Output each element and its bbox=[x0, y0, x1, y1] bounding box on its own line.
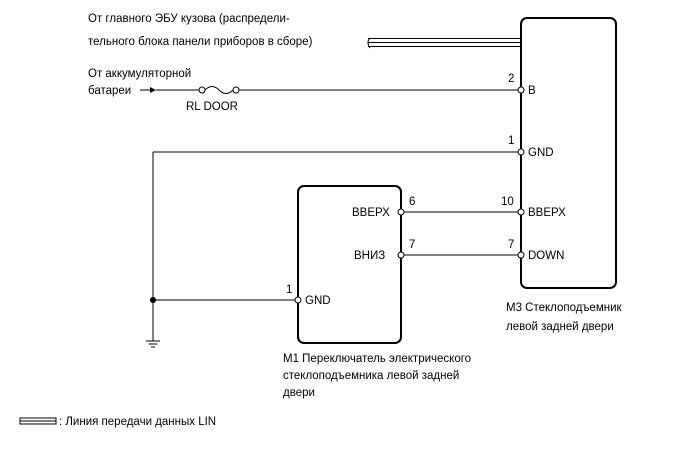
ecu-source-label-line1: От главного ЭБУ кузова (распредели- bbox=[88, 13, 290, 25]
m3-terminal-gnd bbox=[517, 148, 525, 156]
m1-terminal-up bbox=[397, 208, 405, 216]
fuse-symbol bbox=[198, 86, 240, 94]
lin-legend-label: : Линия передачи данных LIN bbox=[59, 416, 216, 428]
m1-pin-number-up: 6 bbox=[409, 196, 415, 208]
m1-caption-line3: двери bbox=[283, 387, 315, 399]
fuse-label: RL DOOR bbox=[186, 101, 238, 113]
ground-icon bbox=[146, 340, 160, 348]
m1-pin-number-gnd: 1 bbox=[286, 284, 292, 296]
m1-terminal-gnd bbox=[294, 296, 302, 304]
m3-pin-name-gnd: GND bbox=[528, 147, 554, 159]
battery-source-label-line2: батареи bbox=[88, 85, 131, 97]
m1-terminal-down bbox=[397, 251, 405, 259]
m3-pin-name-down: DOWN bbox=[528, 250, 564, 262]
battery-arrow bbox=[140, 87, 156, 93]
m3-pin-number-up: 10 bbox=[501, 196, 514, 208]
m3-pin-name-up: ВВЕРХ bbox=[528, 207, 566, 219]
m3-terminal-b bbox=[517, 86, 525, 94]
m1-pin-name-down: ВНИЗ bbox=[354, 250, 385, 262]
m3-pin-number-gnd: 1 bbox=[508, 135, 514, 147]
m1-caption-line2: стеклоподъемника левой задней bbox=[283, 370, 459, 382]
m3-pin-number-b: 2 bbox=[508, 73, 514, 85]
m1-pin-name-gnd: GND bbox=[305, 295, 331, 307]
m3-pin-number-down: 7 bbox=[508, 239, 514, 251]
m1-pin-number-down: 7 bbox=[409, 239, 415, 251]
m1-pin-name-up: ВВЕРХ bbox=[352, 207, 390, 219]
lin-bus-line bbox=[367, 37, 521, 49]
battery-source-label-line1: От аккумуляторной bbox=[88, 68, 191, 80]
m3-pin-name-b: B bbox=[528, 85, 536, 97]
m1-caption-line1: M1 Переключатель электрического bbox=[283, 353, 471, 365]
m3-caption-line2: левой задней двери bbox=[506, 321, 614, 333]
ecu-source-label-line2: тельного блока панели приборов в сборе) bbox=[88, 36, 313, 48]
m3-terminal-up bbox=[517, 208, 525, 216]
lin-legend-symbol bbox=[19, 417, 57, 425]
m3-terminal-down bbox=[517, 251, 525, 259]
m3-caption-line1: M3 Стеклоподъемник bbox=[506, 302, 622, 314]
m1-window-switch-body bbox=[297, 185, 402, 344]
